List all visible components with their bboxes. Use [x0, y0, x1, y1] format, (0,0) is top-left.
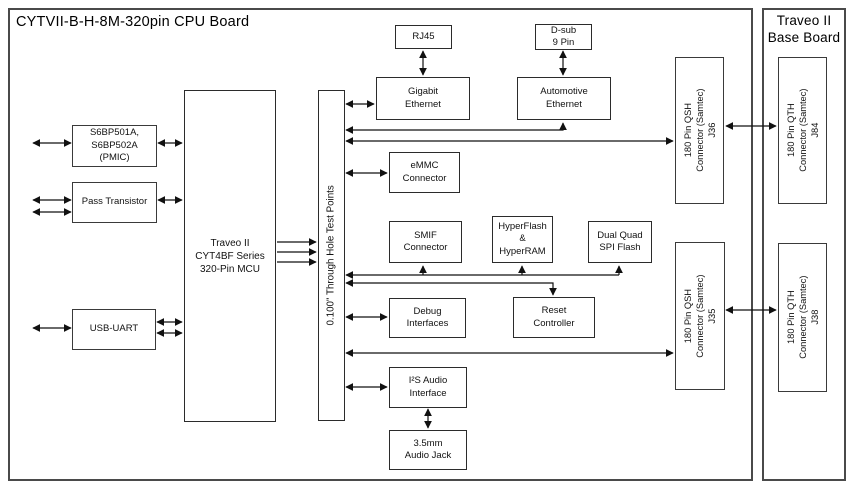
- block-i2s-audio: I²S Audio Interface: [389, 367, 467, 408]
- block-audio-jack-label: 3.5mm Audio Jack: [404, 437, 452, 461]
- block-j36-label: 180 Pin QSH Connector (Samtec) J36: [682, 88, 717, 173]
- block-d-sub: D-sub 9 Pin: [535, 24, 592, 50]
- block-dual-quad-spi: Dual Quad SPI Flash: [588, 221, 652, 263]
- block-d-sub-label: D-sub 9 Pin: [550, 24, 577, 48]
- base-board-title: Traveo II Base Board: [767, 13, 841, 45]
- block-pmic-label: S6BP501A, S6BP502A (PMIC): [89, 127, 140, 164]
- block-automotive-ethernet-label: Automotive Ethernet: [540, 86, 588, 110]
- block-pass-transistor-label: Pass Transistor: [81, 196, 148, 208]
- block-hyperflash: HyperFlash & HyperRAM: [492, 216, 553, 263]
- block-rj45: RJ45: [395, 25, 452, 49]
- block-reset-controller-label: Reset Controller: [533, 305, 575, 329]
- block-test-points-label: 0.100" Through Hole Test Points: [325, 185, 337, 326]
- block-j38-label: 180 Pin QTH Connector (Samtec) J38: [785, 275, 820, 360]
- block-debug-interfaces-label: Debug Interfaces: [406, 305, 449, 329]
- block-mcu-label: Traveo II CYT4BF Series 320-Pin MCU: [195, 237, 265, 275]
- block-j84-connector: 180 Pin QTH Connector (Samtec) J84: [778, 57, 827, 204]
- block-audio-jack: 3.5mm Audio Jack: [389, 430, 467, 470]
- block-smif: SMIF Connector: [389, 221, 462, 263]
- block-pmic: S6BP501A, S6BP502A (PMIC): [72, 125, 157, 167]
- block-j84-label: 180 Pin QTH Connector (Samtec) J84: [785, 88, 820, 173]
- block-j35-label: 180 Pin QSH Connector (Samtec) J35: [682, 274, 718, 358]
- block-gigabit-ethernet-label: Gigabit Ethernet: [405, 86, 441, 110]
- block-debug-interfaces: Debug Interfaces: [389, 298, 466, 338]
- block-emmc: eMMC Connector: [389, 152, 460, 193]
- block-reset-controller: Reset Controller: [513, 297, 595, 338]
- block-rj45-label: RJ45: [412, 30, 435, 42]
- block-dual-quad-spi-label: Dual Quad SPI Flash: [597, 229, 643, 253]
- block-smif-label: SMIF Connector: [403, 229, 448, 253]
- block-automotive-ethernet: Automotive Ethernet: [517, 77, 611, 120]
- block-i2s-audio-label: I²S Audio Interface: [408, 375, 448, 399]
- block-usb-uart-label: USB-UART: [89, 323, 139, 335]
- block-pass-transistor: Pass Transistor: [72, 182, 157, 223]
- block-emmc-label: eMMC Connector: [402, 160, 447, 184]
- block-j38-connector: 180 Pin QTH Connector (Samtec) J38: [778, 243, 827, 392]
- block-gigabit-ethernet: Gigabit Ethernet: [376, 77, 470, 120]
- block-hyperflash-label: HyperFlash & HyperRAM: [498, 220, 547, 257]
- cpu-board-title: CYTVII-B-H-8M-320pin CPU Board: [16, 14, 250, 30]
- block-usb-uart: USB-UART: [72, 309, 156, 350]
- block-test-points: 0.100" Through Hole Test Points: [318, 90, 345, 421]
- block-j35-connector: 180 Pin QSH Connector (Samtec) J35: [675, 242, 725, 390]
- block-mcu: Traveo II CYT4BF Series 320-Pin MCU: [184, 90, 276, 422]
- block-j36-connector: 180 Pin QSH Connector (Samtec) J36: [675, 57, 724, 204]
